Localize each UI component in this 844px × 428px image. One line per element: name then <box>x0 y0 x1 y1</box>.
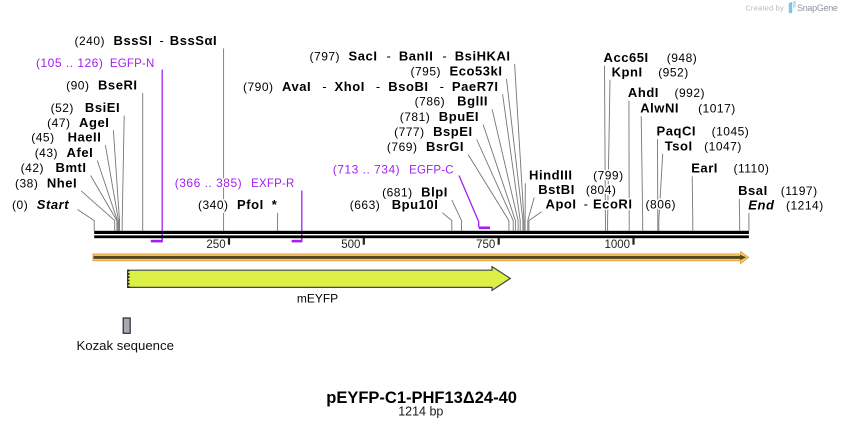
svg-text:Acc65I(948): Acc65I(948) <box>604 50 698 65</box>
svg-text:SnapGene: SnapGene <box>797 3 838 13</box>
svg-text:1000: 1000 <box>605 239 631 251</box>
svg-text:(713 .. 734)EGFP-C: (713 .. 734)EGFP-C <box>333 163 454 177</box>
svg-text:pEYFP-C1-PHF13Δ24-40: pEYFP-C1-PHF13Δ24-40 <box>326 389 517 407</box>
svg-text:1214 bp: 1214 bp <box>398 405 443 419</box>
svg-text:(681)BlpI: (681)BlpI <box>382 185 448 200</box>
svg-text:mEYFP: mEYFP <box>297 292 338 306</box>
svg-text:(0)Start: (0)Start <box>12 197 69 212</box>
svg-text:ApoI-EcoRI(806): ApoI-EcoRI(806) <box>546 196 677 211</box>
svg-text:(105 .. 126)EGFP-N: (105 .. 126)EGFP-N <box>36 56 155 70</box>
svg-text:(786)BglII: (786)BglII <box>415 94 488 109</box>
svg-text:(777)BspEI: (777)BspEI <box>394 124 473 139</box>
svg-text:500: 500 <box>341 239 360 251</box>
svg-text:(366 .. 385)EXFP-R: (366 .. 385)EXFP-R <box>175 176 295 190</box>
svg-text:(340)PfoI*: (340)PfoI* <box>198 197 278 212</box>
svg-text:Created by: Created by <box>745 4 784 13</box>
svg-text:BstBI(804): BstBI(804) <box>538 182 616 197</box>
svg-text:End(1214): End(1214) <box>748 198 823 213</box>
svg-text:EarI(1110): EarI(1110) <box>691 161 769 176</box>
svg-text:Kozak sequence: Kozak sequence <box>76 338 174 353</box>
svg-text:(781)BpuEI: (781)BpuEI <box>400 109 479 124</box>
svg-text:AlwNI(1017): AlwNI(1017) <box>640 101 736 116</box>
svg-text:(797)SacI-BanII-BsiHKAI: (797)SacI-BanII-BsiHKAI <box>310 48 511 63</box>
svg-text:750: 750 <box>476 239 495 251</box>
svg-text:250: 250 <box>206 239 225 251</box>
svg-text:(38)NheI: (38)NheI <box>15 175 77 190</box>
svg-text:(769)BsrGI: (769)BsrGI <box>387 139 464 154</box>
svg-text:BsaI(1197): BsaI(1197) <box>738 183 817 198</box>
svg-text:(47)AgeI: (47)AgeI <box>47 115 109 130</box>
svg-text:(90)BseRI: (90)BseRI <box>66 77 137 92</box>
svg-text:(42)BmtI: (42)BmtI <box>21 160 87 175</box>
svg-text:HindIII(799): HindIII(799) <box>529 168 624 183</box>
svg-text:(795)Eco53kI: (795)Eco53kI <box>410 63 502 78</box>
svg-text:PaqCI(1045): PaqCI(1045) <box>657 124 750 139</box>
svg-text:(52)BsiEI: (52)BsiEI <box>51 100 121 115</box>
svg-text:(240)BssSI-BssSαI: (240)BssSI-BssSαI <box>75 33 218 48</box>
svg-text:(43)AfeI: (43)AfeI <box>35 145 94 160</box>
svg-text:(663)Bpu10I: (663)Bpu10I <box>350 197 439 212</box>
svg-text:AhdI(992): AhdI(992) <box>628 85 705 100</box>
svg-text:(790)AvaI-XhoI-BsoBI-PaeR7I: (790)AvaI-XhoI-BsoBI-PaeR7I <box>243 79 499 94</box>
svg-text:(45)HaeII: (45)HaeII <box>31 130 101 145</box>
svg-text:KpnI(952): KpnI(952) <box>612 64 689 79</box>
svg-text:TsoI(1047): TsoI(1047) <box>665 138 742 153</box>
